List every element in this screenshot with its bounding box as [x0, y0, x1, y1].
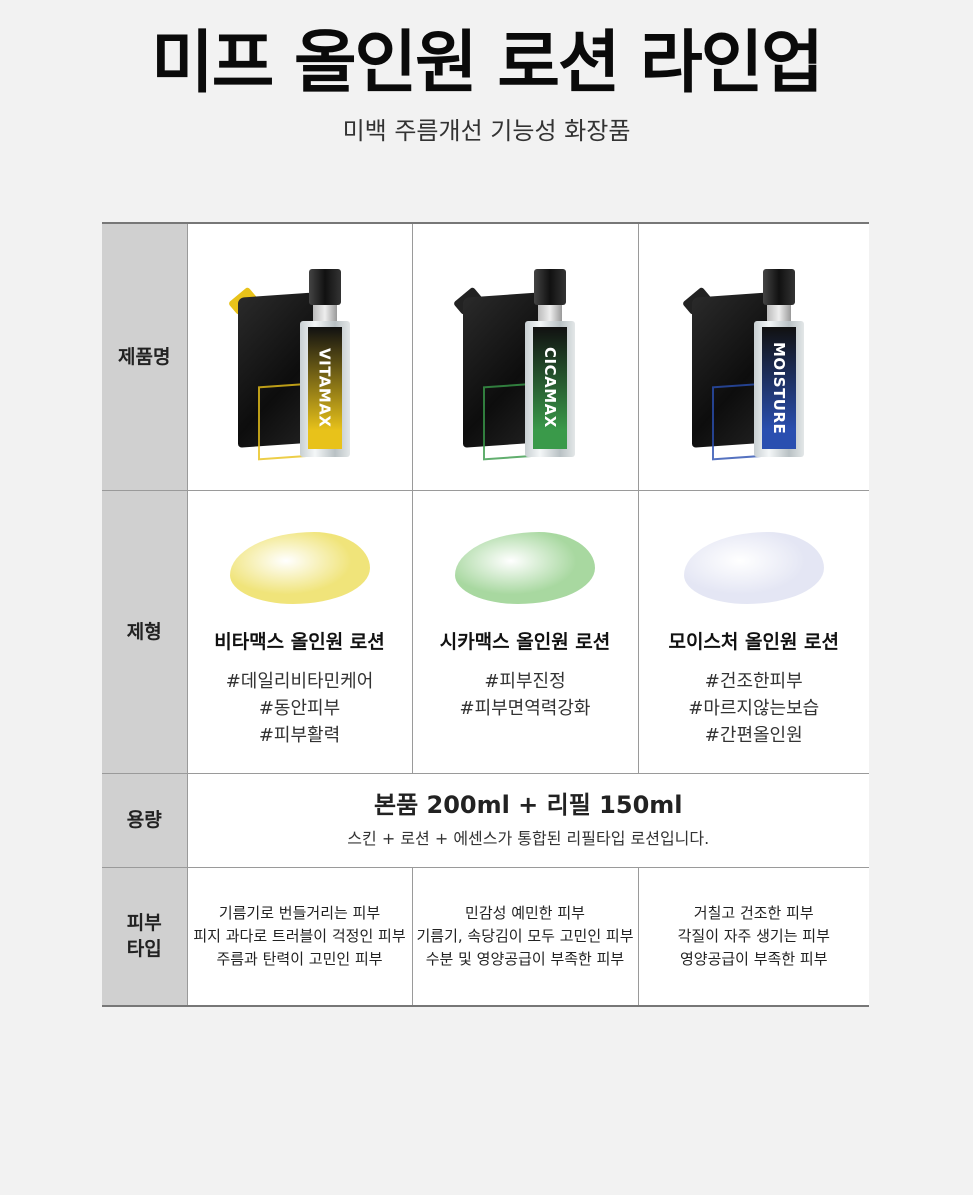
bottle-body: VITAMAX: [299, 320, 350, 457]
skin-line: 기름기로 번들거리는 피부: [218, 903, 381, 922]
product-tags: #데일리비타민케어 #동안피부 #피부활력: [188, 668, 412, 749]
product-name: 모이스처 올인원 로션: [668, 631, 840, 653]
product-tags: #피부진정 #피부면역력강화: [413, 668, 638, 749]
bottle-brand-text: CICAMAX: [541, 347, 559, 429]
product-image-row: 제품명 VITAMAX CICAMAX MOISTURE: [102, 222, 869, 491]
lineup-table: 제품명 VITAMAX CICAMAX MOISTURE 제형 비타맥스 올인원…: [102, 222, 869, 1007]
texture-swatch: [455, 532, 595, 604]
bottle-neck: [766, 304, 791, 323]
bottle-label: MOISTURE: [761, 326, 796, 449]
tag: #피부면역력강화: [459, 698, 591, 719]
texture-swatch: [683, 532, 824, 604]
product-cell: VITAMAX: [186, 222, 413, 491]
skin-type-cell: 기름기로 번들거리는 피부 피지 과다로 트러블이 걱정인 피부 주름과 탄력이…: [186, 866, 413, 1007]
volume-description: 스킨 + 로션 + 에센스가 통합된 리필타입 로션입니다.: [347, 829, 710, 848]
product-name: 비타맥스 올인원 로션: [214, 631, 385, 653]
skin-type-cell: 민감성 예민한 피부 기름기, 속당김이 모두 고민인 피부 수분 및 영양공급…: [411, 866, 639, 1007]
tag: #간편올인원: [704, 725, 803, 746]
bottle-body: CICAMAX: [525, 320, 575, 457]
tag: #건조한피부: [704, 671, 803, 692]
bottle-brand-text: MOISTURE: [769, 341, 788, 434]
tag: #데일리비타민케어: [225, 671, 374, 692]
skin-line: 수분 및 영양공급이 부족한 피부: [425, 949, 625, 968]
tag: #피부활력: [258, 725, 341, 746]
skin-line: 거칠고 건조한 피부: [693, 903, 814, 922]
skin-line: 주름과 탄력이 고민인 피부: [216, 949, 383, 968]
tag: #동안피부: [258, 698, 341, 719]
row-label-product: 제품명: [102, 222, 188, 491]
skin-type-cell: 거칠고 건조한 피부 각질이 자주 생기는 피부 영양공급이 부족한 피부: [637, 866, 869, 1007]
product-name: 시카맥스 올인원 로션: [439, 631, 611, 653]
skin-line: 각질이 자주 생기는 피부: [677, 926, 830, 945]
volume-cell: 본품 200ml + 리필 150ml 스킨 + 로션 + 에센스가 통합된 리…: [186, 772, 869, 868]
lotion-bottle: MOISTURE: [753, 268, 804, 457]
product-cell: CICAMAX: [411, 222, 639, 491]
texture-row: 제형 비타맥스 올인원 로션 #데일리비타민케어 #동안피부 #피부활력 시카맥…: [102, 489, 870, 774]
product-image-cicamax: CICAMAX: [452, 257, 595, 461]
product-image-vitamax: VITAMAX: [227, 257, 370, 461]
tag: #마르지않는보습: [688, 698, 820, 719]
lotion-bottle: VITAMAX: [299, 268, 350, 457]
bottle-label: VITAMAX: [307, 326, 342, 449]
row-label-skin-type: 피부 타입: [102, 866, 188, 1007]
texture-cell: 모이스처 올인원 로션 #건조한피부 #마르지않는보습 #간편올인원: [637, 489, 870, 774]
volume-main: 본품 200ml + 리필 150ml: [373, 791, 683, 819]
volume-row: 용량 본품 200ml + 리필 150ml 스킨 + 로션 + 에센스가 통합…: [102, 772, 869, 868]
tag: #피부진정: [484, 671, 566, 692]
row-label-volume: 용량: [102, 772, 188, 868]
product-tags: #건조한피부 #마르지않는보습 #간편올인원: [639, 668, 870, 749]
texture-cell: 비타맥스 올인원 로션 #데일리비타민케어 #동안피부 #피부활력: [186, 489, 413, 774]
row-label-texture: 제형: [102, 489, 188, 774]
lotion-bottle: CICAMAX: [525, 268, 575, 457]
page-title: 미프 올인원 로션 라인업: [151, 24, 824, 103]
bottle-neck: [312, 304, 337, 323]
bottle-cap: [762, 268, 795, 305]
skin-line: 피지 과다로 트러블이 걱정인 피부: [193, 926, 406, 945]
bottle-brand-text: VITAMAX: [315, 348, 334, 428]
product-image-moisture: MOISTURE: [681, 257, 824, 461]
texture-cell: 시카맥스 올인원 로션 #피부진정 #피부면역력강화: [411, 489, 639, 774]
bottle-body: MOISTURE: [753, 320, 804, 457]
bottle-cap: [534, 268, 566, 305]
skin-line: 영양공급이 부족한 피부: [679, 949, 828, 968]
texture-swatch: [229, 532, 370, 604]
product-cell: MOISTURE: [637, 222, 869, 491]
skin-type-row: 피부 타입 기름기로 번들거리는 피부 피지 과다로 트러블이 걱정인 피부 주…: [102, 866, 869, 1007]
bottle-cap: [308, 268, 341, 305]
skin-line: 민감성 예민한 피부: [465, 903, 585, 922]
page-subtitle: 미백 주름개선 기능성 화장품: [342, 117, 631, 145]
bottle-label: CICAMAX: [533, 326, 567, 449]
skin-line: 기름기, 속당김이 모두 고민인 피부: [416, 926, 634, 945]
bottle-neck: [538, 304, 562, 323]
